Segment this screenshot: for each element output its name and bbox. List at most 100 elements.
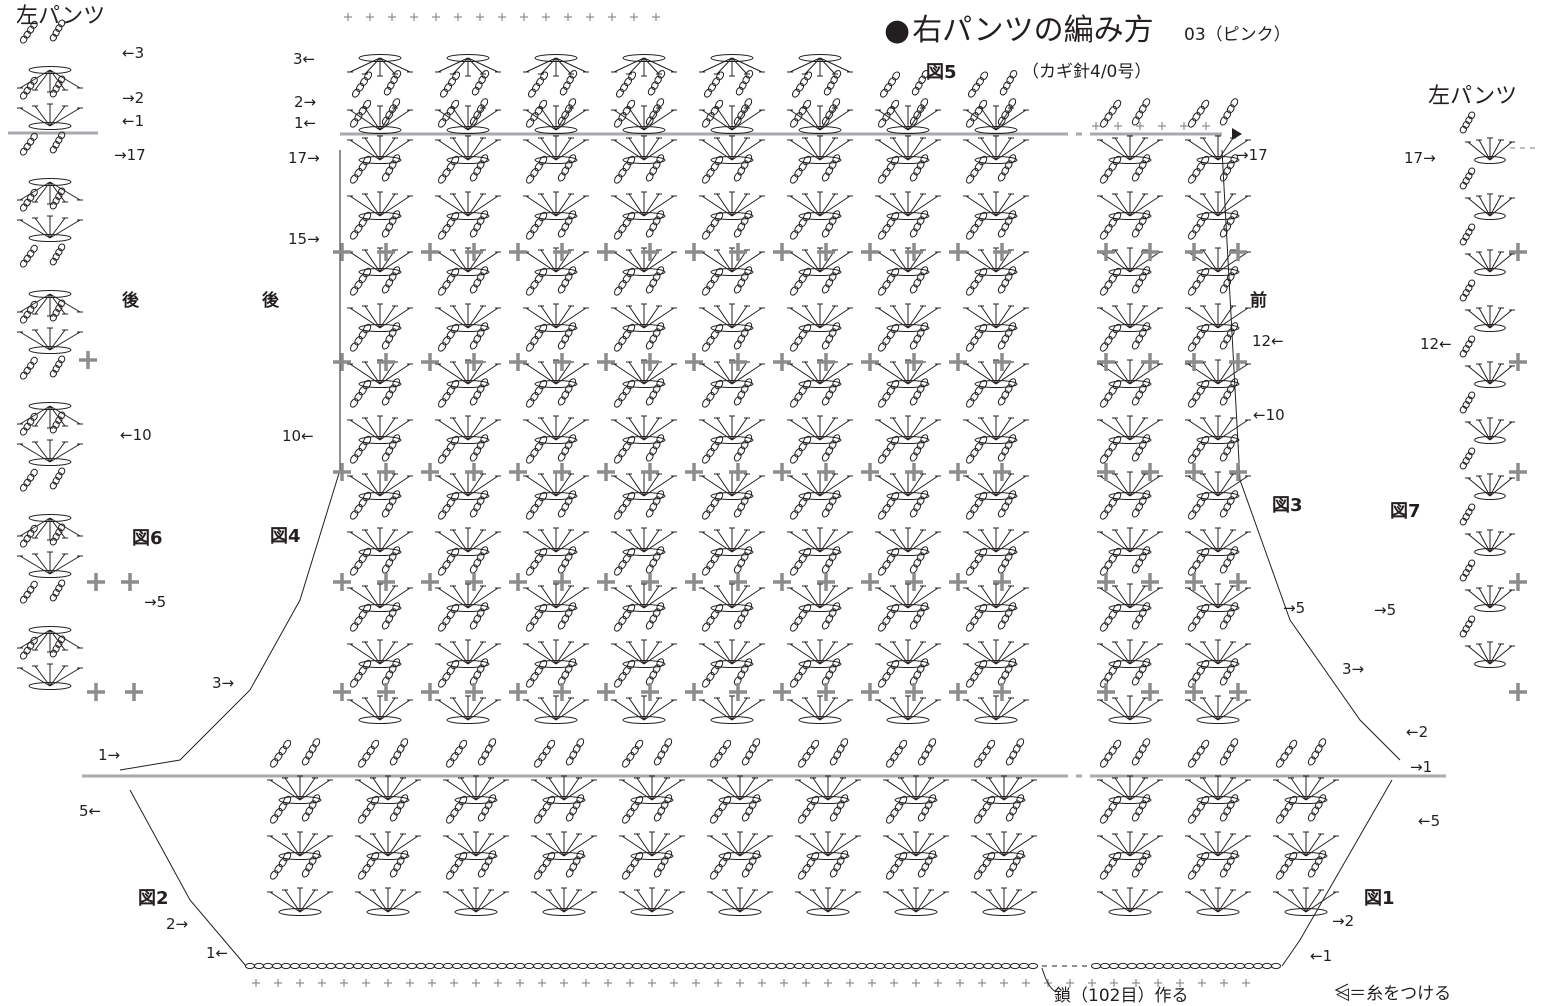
chain-loop xyxy=(1459,615,1476,638)
row-marker: ←1 xyxy=(1310,947,1333,965)
shell-stitch xyxy=(971,887,1037,916)
plus-mark xyxy=(861,243,879,261)
shell-stitch xyxy=(875,135,941,164)
plus-mark xyxy=(729,353,747,371)
plus-mark xyxy=(1022,979,1030,987)
chain-loop xyxy=(791,71,813,98)
chain-loop xyxy=(741,794,761,822)
chain-loop xyxy=(350,547,372,576)
chain-loop xyxy=(821,322,841,350)
shell-stitch xyxy=(619,831,685,860)
row-marker: 3→ xyxy=(1342,660,1365,678)
plus-mark xyxy=(685,243,703,261)
chain-loop xyxy=(1276,851,1298,880)
chain-loop xyxy=(526,547,548,576)
chain-loop xyxy=(469,490,489,518)
chain-loop xyxy=(446,795,468,824)
chain-loop xyxy=(645,602,665,630)
plus-mark xyxy=(736,979,744,987)
plus-mark xyxy=(333,353,351,371)
chain-loop xyxy=(477,850,497,878)
plus-mark xyxy=(553,573,571,591)
chain-loop xyxy=(790,211,812,240)
plus-mark xyxy=(1229,463,1247,481)
chain-loop xyxy=(1131,738,1151,766)
plus-mark xyxy=(773,243,791,261)
chain-loop xyxy=(270,739,292,768)
chain-loop xyxy=(733,322,753,350)
chain-loop xyxy=(565,794,585,822)
plus-mark xyxy=(993,353,1011,371)
plus-mark xyxy=(1185,683,1203,701)
chain-loop xyxy=(1219,98,1239,126)
chain-loop xyxy=(1219,602,1239,630)
plus-mark xyxy=(597,243,615,261)
shell-stitch xyxy=(619,775,685,804)
chain-loop xyxy=(1188,211,1210,240)
back-label-left: 後 xyxy=(122,291,139,311)
plus-mark xyxy=(582,979,590,987)
plus-mark xyxy=(780,979,788,987)
chain-loop xyxy=(997,98,1017,126)
shell-stitch xyxy=(699,415,765,444)
row-marker: →17 xyxy=(1236,146,1268,164)
chain-loop xyxy=(469,602,489,630)
chain-loop xyxy=(438,211,460,240)
chain-loop xyxy=(49,355,66,378)
chain-loop xyxy=(790,659,812,688)
chain-loop xyxy=(790,267,812,296)
shell-stitch xyxy=(347,415,413,444)
chain-loop xyxy=(821,154,841,182)
shell-stitch xyxy=(963,359,1029,388)
plus-mark xyxy=(905,353,923,371)
plus-mark xyxy=(670,979,678,987)
chain-loop xyxy=(1100,491,1122,520)
shell-stitch xyxy=(883,831,949,860)
chain-loop xyxy=(614,379,636,408)
chain-loop xyxy=(438,491,460,520)
chain-loop xyxy=(350,603,372,632)
chain-loop xyxy=(741,850,761,878)
chain-loop xyxy=(1307,738,1327,766)
plus-mark xyxy=(993,243,1011,261)
shell-stitch xyxy=(267,887,333,916)
plus-mark xyxy=(1229,573,1247,591)
plus-mark xyxy=(1141,683,1159,701)
shell-stitch xyxy=(875,695,941,724)
chain-loop xyxy=(645,490,665,518)
chain-loop xyxy=(647,69,666,96)
chain-loop xyxy=(559,69,578,96)
plus-mark xyxy=(454,13,462,21)
chain-loop xyxy=(557,322,577,350)
shell-stitch xyxy=(17,439,83,466)
chain-loop xyxy=(49,187,66,210)
chain-loop xyxy=(909,378,929,406)
plus-mark xyxy=(685,463,703,481)
chain-loop xyxy=(49,579,66,602)
plus-mark xyxy=(626,979,634,987)
chain-loop xyxy=(446,739,468,768)
chain-loop xyxy=(1100,659,1122,688)
chain-loop xyxy=(469,154,489,182)
plus-mark xyxy=(1097,353,1115,371)
stitch-pattern xyxy=(17,19,1515,997)
plus-mark xyxy=(1185,463,1203,481)
shell-stitch xyxy=(523,303,589,332)
shell-stitch xyxy=(435,639,501,668)
chain-loop xyxy=(821,434,841,462)
chain-loop xyxy=(350,323,372,352)
figure-1-label: 図1 xyxy=(1364,888,1395,909)
chain-loop xyxy=(622,795,644,824)
chain-loop xyxy=(350,491,372,520)
chain-loop xyxy=(645,98,665,126)
shell-stitch xyxy=(787,105,853,134)
shell-stitch xyxy=(435,471,501,500)
shell-stitch xyxy=(531,775,597,804)
chain-loop xyxy=(829,738,849,766)
chain-loop xyxy=(557,490,577,518)
shell-stitch xyxy=(971,831,1037,860)
chain-loop xyxy=(790,491,812,520)
shell-stitch xyxy=(347,54,413,77)
chain-loop xyxy=(974,739,996,768)
chain-loop xyxy=(614,659,636,688)
